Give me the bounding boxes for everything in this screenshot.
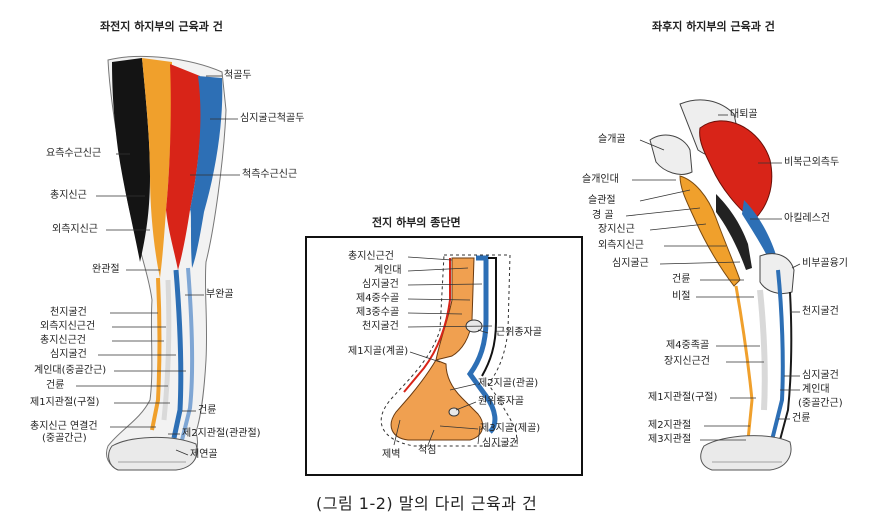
label-accessory-carpal: 부완골	[206, 289, 234, 300]
label-lateral-digital-extensor: 외측지신근	[52, 224, 98, 235]
label-ulnar-carpal-extensor: 척측수근신근	[242, 169, 298, 180]
label-r-coffin-joint: 제3지관절	[648, 434, 692, 445]
label-c-frog: 척침	[418, 445, 437, 456]
label-r-patellar-ligament: 슬개인대	[582, 174, 619, 185]
label-r-pastern-joint: 제2지관절	[648, 420, 692, 431]
label-r-patella: 슬개골	[598, 134, 626, 145]
label-c-first-phalanx: 제1지골(계골)	[348, 346, 409, 357]
label-c-deep-flexor-2: 심지굴건	[482, 438, 519, 449]
label-c-proximal-sesamoid: 근위종자골	[496, 327, 542, 338]
label-ulnar-head: 척골두	[224, 70, 252, 81]
right-leader-lines	[625, 114, 801, 441]
label-r-annular-ligament: 건륜	[672, 274, 691, 285]
label-r-gastrocnemius: 비복근외측두	[784, 157, 840, 168]
label-r-hock: 비절	[672, 291, 691, 302]
label-r-annular-ligament-2: 건륜	[792, 413, 811, 424]
label-extensor-branch-sub: (중골간근)	[42, 433, 87, 444]
label-r-superficial-flexor-tendon: 천지굴건	[802, 306, 839, 317]
label-deep-flexor-tendon: 심지굴건	[50, 349, 87, 360]
label-r-tibia: 경 골	[592, 210, 614, 221]
label-fetlock-joint: 제1지관절(구절)	[30, 397, 100, 408]
label-annular-ligament-2: 건륜	[198, 405, 217, 416]
cross-section-illustration	[305, 236, 583, 476]
label-c-third-phalanx: 제3지골(제골)	[480, 423, 541, 434]
label-c-second-phalanx: 제2지골(관골)	[478, 378, 539, 389]
label-c-deep-flexor: 심지굴건	[362, 279, 399, 290]
label-lateral-extensor-tendon: 외측지신근건	[40, 321, 96, 332]
label-c-suspensory: 계인대	[374, 265, 402, 276]
label-r-femur: 대퇴골	[730, 109, 758, 120]
label-r-achilles: 아킬레스건	[784, 213, 830, 224]
label-superficial-flexor-tendon: 천지굴건	[50, 307, 87, 318]
label-r-calcaneal-tuber: 비부골융기	[802, 258, 848, 269]
label-r-lateral-digital-extensor: 외측지신근	[598, 240, 644, 251]
label-r-suspensory-sub: (중골간근)	[798, 398, 843, 409]
label-deep-flexor-ulnar-head: 심지굴근척골두	[240, 113, 305, 124]
label-suspensory-ligament: 계인대(중골간근)	[34, 365, 107, 376]
label-r-suspensory: 계인대	[802, 384, 830, 395]
label-radial-carpal-extensor: 요측수근신근	[46, 148, 102, 159]
label-c-common-extensor-tendon: 총지신근건	[348, 251, 394, 262]
right-hindlimb-illustration	[649, 99, 795, 471]
label-annular-ligament: 건륜	[46, 380, 65, 391]
left-forelimb-illustration	[106, 55, 227, 471]
label-r-long-digital-extensor: 장지신근	[598, 224, 635, 235]
cross-section-title: 전지 하부의 종단면	[372, 216, 461, 229]
label-r-deep-flexor-muscle: 심지굴근	[612, 258, 649, 269]
left-leader-lines	[76, 75, 240, 456]
label-r-long-extensor-tendon: 장지신근건	[664, 356, 710, 367]
label-r-fourth-metatarsal: 제4중족골	[666, 340, 710, 351]
label-c-third-metacarpal: 제3중수골	[356, 307, 400, 318]
label-r-fetlock: 제1지관절(구절)	[648, 392, 718, 403]
left-figure-title: 좌전지 하지부의 근육과 건	[100, 20, 223, 33]
label-r-deep-flexor-tendon: 심지굴건	[802, 370, 839, 381]
label-r-stifle-joint: 슬관절	[588, 195, 616, 206]
center-leader-lines	[393, 256, 493, 446]
label-extensor-branch: 총지신근 연결건	[30, 421, 98, 432]
label-c-distal-sesamoid: 원위종자골	[478, 396, 524, 407]
label-pastern-joint: 제2지관절(관관절)	[182, 428, 261, 439]
right-figure-title: 좌후지 하지부의 근육과 건	[652, 20, 775, 33]
label-common-digital-extensor: 총지신근	[50, 190, 87, 201]
figure-caption: (그림 1-2) 말의 다리 근육과 건	[316, 494, 538, 513]
label-c-fourth-metacarpal: 제4중수골	[356, 293, 400, 304]
label-common-extensor-tendon: 총지신근건	[40, 335, 86, 346]
label-c-hoof-wall: 제벽	[382, 449, 401, 460]
label-c-superficial-flexor: 천지굴건	[362, 321, 399, 332]
label-hoof-cartilage: 제연골	[190, 449, 218, 460]
label-carpal-joint: 완관절	[92, 264, 120, 275]
